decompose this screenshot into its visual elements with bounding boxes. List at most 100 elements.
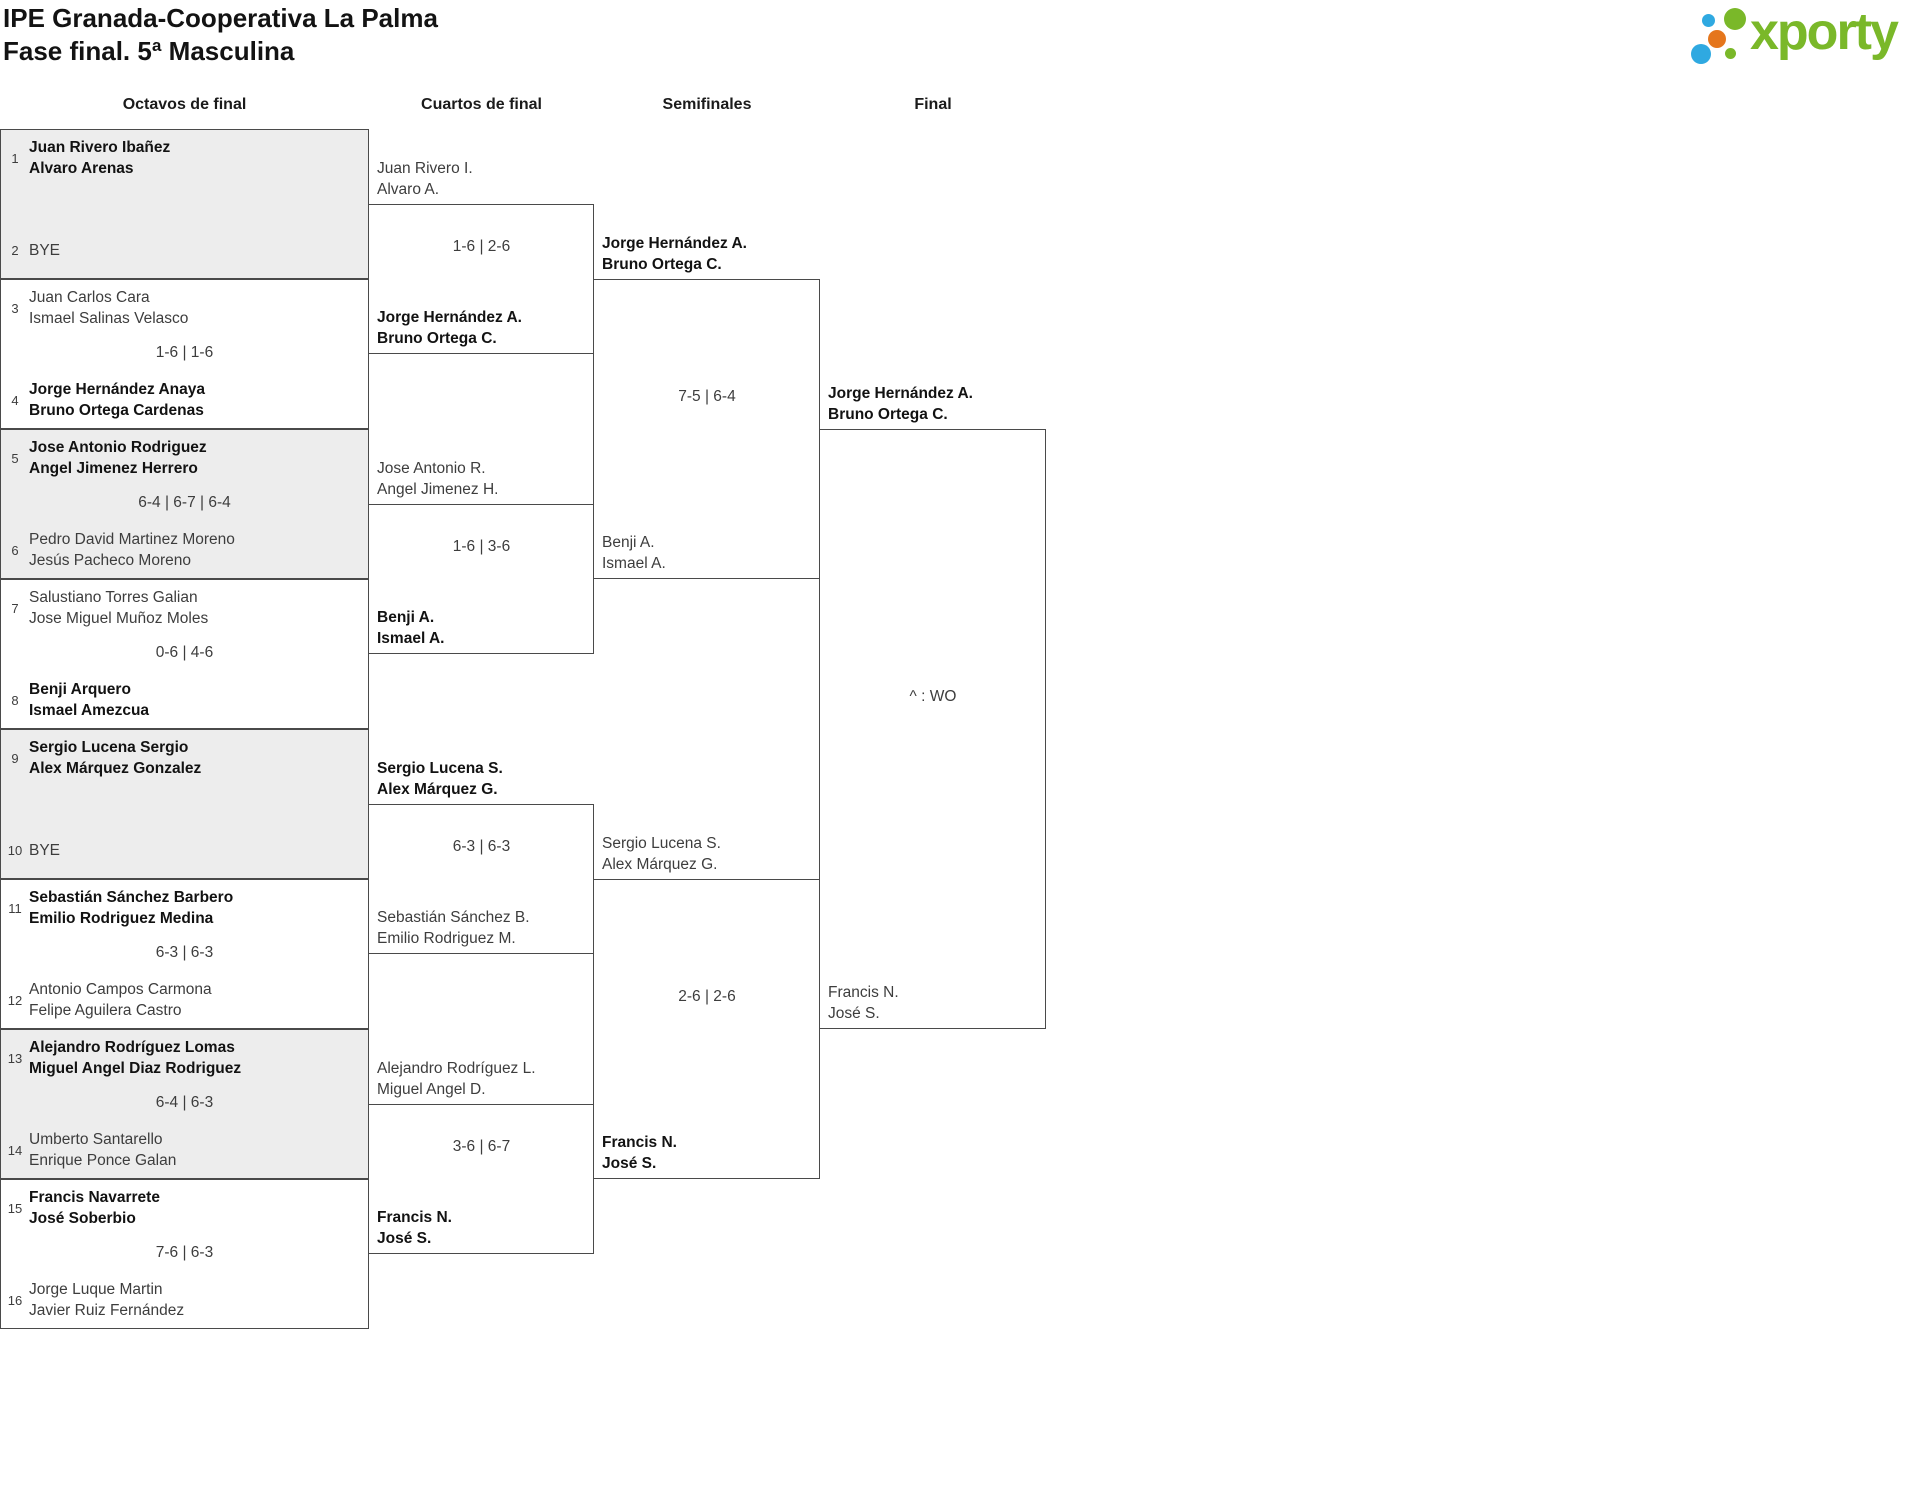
team-name-line: Jorge Hernández Anaya xyxy=(29,381,206,398)
seed-number: 1 xyxy=(11,150,19,166)
team-name-line: Jorge Hernández A. xyxy=(377,309,522,326)
team-name-line: Ismael Salinas Velasco xyxy=(29,310,189,327)
cuartos-match-2 xyxy=(368,504,594,654)
team-name-line: BYE xyxy=(29,841,61,859)
team-name: BYE xyxy=(29,840,60,861)
cuartos-score: 6-3 | 6-3 xyxy=(452,838,511,855)
team-name-line: Jose Antonio R. xyxy=(377,460,486,477)
seed-number: 13 xyxy=(7,1050,23,1066)
cuartos-score: 1-6 | 3-6 xyxy=(452,538,511,555)
team-name-line: BYE xyxy=(29,241,61,259)
seed-number: 12 xyxy=(7,992,23,1008)
cuartos-team-upper: Alejandro Rodríguez L. Miguel Angel D. xyxy=(377,1058,536,1100)
seed-number: 10 xyxy=(7,842,23,858)
team-name-line: Alejandro Rodríguez Lomas xyxy=(29,1039,235,1056)
logo-dot-green-small-icon xyxy=(1725,48,1736,59)
semifinales-score: 2-6 | 2-6 xyxy=(678,988,736,1005)
team-name-line: Jesús Pacheco Moreno xyxy=(29,552,191,569)
final-team-lower: Francis N.José S. xyxy=(828,982,899,1024)
team-name-line: Juan Rivero I. xyxy=(377,160,473,177)
team-name-line: Antonio Campos Carmona xyxy=(29,981,212,998)
cuartos-team-lower: Jorge Hernández A.Bruno Ortega C. xyxy=(377,307,522,349)
team-name-line: Benji A. xyxy=(377,609,435,626)
logo-wordmark: xporty xyxy=(1750,3,1899,61)
team-name-line: Francis N. xyxy=(828,984,899,1001)
team-name-line: Umberto Santarello xyxy=(29,1131,163,1148)
team-name-line: Alejandro Rodríguez L. xyxy=(377,1060,536,1077)
team-name-line: Jorge Hernández A. xyxy=(602,235,747,252)
round-header-final: Final xyxy=(914,96,952,113)
team-name-line: Emilio Rodriguez Medina xyxy=(29,910,214,927)
team-name-line: Javier Ruiz Fernández xyxy=(29,1302,185,1319)
cuartos-team-lower: Benji A.Ismael A. xyxy=(377,607,445,649)
final-match-1 xyxy=(819,429,1046,1029)
cuartos-team-upper: Juan Rivero I. Alvaro A. xyxy=(377,158,473,200)
team-name-line: Sergio Lucena S. xyxy=(377,760,503,777)
team-name-line: Emilio Rodriguez M. xyxy=(377,930,516,947)
logo-dot-orange-icon xyxy=(1708,30,1726,48)
team-name-line: Ismael A. xyxy=(602,555,666,572)
cuartos-score: 1-6 | 2-6 xyxy=(452,238,511,255)
team-name-line: Francis N. xyxy=(377,1209,452,1226)
team-name-line: Francis Navarrete xyxy=(29,1189,160,1206)
team-name-line: Sebastián Sánchez Barbero xyxy=(29,889,234,906)
team-name-line: Alvaro A. xyxy=(377,181,440,198)
team-name-line: Miguel Angel D. xyxy=(377,1081,486,1098)
cuartos-team-upper: Sergio Lucena S. Alex Márquez G. xyxy=(377,758,503,800)
seed-number: 15 xyxy=(7,1200,23,1216)
team-name-line: Jorge Hernández A. xyxy=(828,385,973,402)
phase-subtitle: Fase final. 5ª Masculina xyxy=(3,36,295,66)
seed-number: 16 xyxy=(7,1292,23,1308)
seed-number: 3 xyxy=(11,300,19,316)
team-name-line: Angel Jimenez H. xyxy=(377,481,499,498)
team-name-line: Juan Rivero Ibañez xyxy=(29,139,171,156)
team-name-line: Jorge Luque Martin xyxy=(29,1281,163,1298)
seed-number: 9 xyxy=(11,750,19,766)
page-title-block: IPE Granada-Cooperativa La Palma Fase fi… xyxy=(3,2,438,68)
match-score: 1-6 | 1-6 xyxy=(155,344,214,361)
team-name-line: Alex Márquez Gonzalez xyxy=(29,760,202,777)
team-name-line: Salustiano Torres Galian xyxy=(29,589,198,606)
team-name-line: Bruno Ortega Cardenas xyxy=(29,402,204,419)
team-name-line: Alex Márquez G. xyxy=(602,856,718,873)
final-score: ^ : WO xyxy=(909,688,957,705)
team-name-line: Alex Márquez G. xyxy=(377,781,498,798)
xporty-logo[interactable]: xporty xyxy=(1680,3,1908,70)
team-name: BYE xyxy=(29,240,60,261)
cuartos-team-lower: Sebastián Sánchez B.Emilio Rodriguez M. xyxy=(377,907,530,949)
cuartos-match-4 xyxy=(368,1104,594,1254)
match-score: 0-6 | 4-6 xyxy=(155,644,214,661)
seed-number: 11 xyxy=(8,900,22,916)
team-slot: 10 BYE xyxy=(5,828,60,872)
semifinales-match-2 xyxy=(593,879,820,1179)
tournament-title: IPE Granada-Cooperativa La Palma xyxy=(3,3,438,33)
team-name-line: Benji A. xyxy=(602,534,655,551)
team-name-line: Alvaro Arenas xyxy=(29,160,134,177)
match-score: 6-4 | 6-7 | 6-4 xyxy=(138,494,231,511)
team-name-line: José Soberbio xyxy=(29,1210,136,1227)
semifinales-score: 7-5 | 6-4 xyxy=(678,388,736,405)
